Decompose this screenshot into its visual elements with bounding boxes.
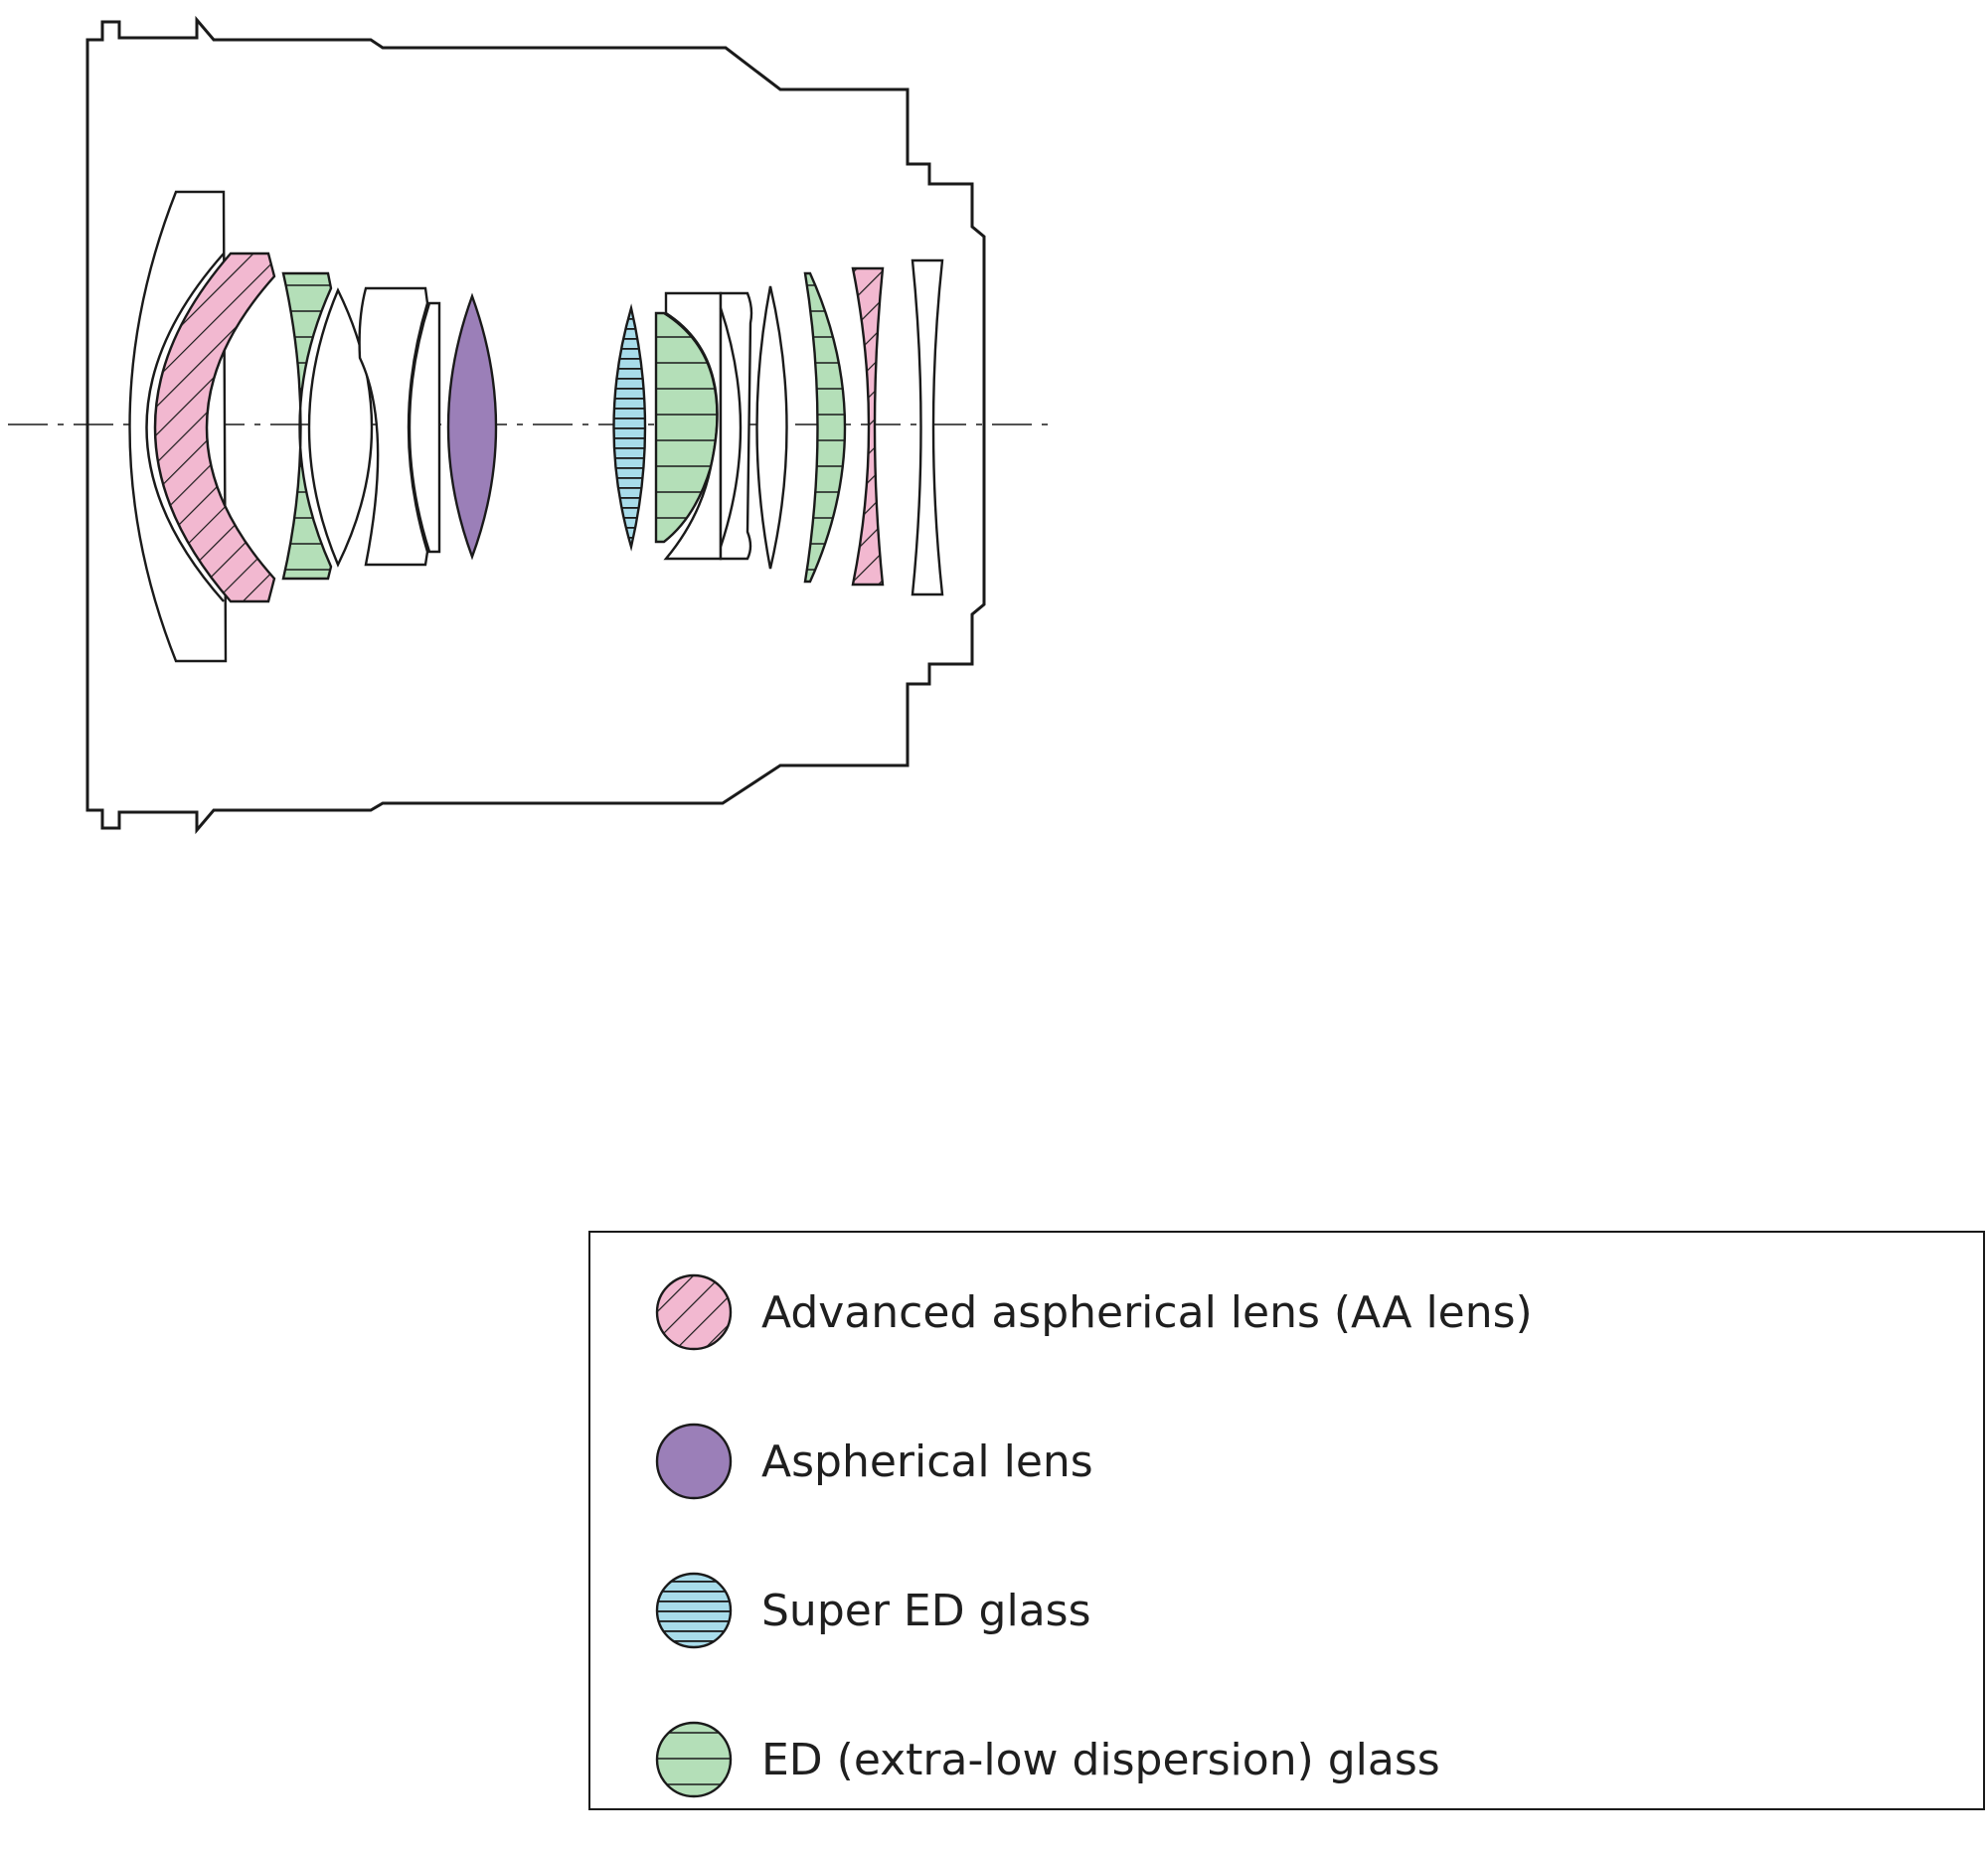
legend-label-aa: Advanced aspherical lens (AA lens) bbox=[761, 1287, 1533, 1338]
legend-item-super-ed: Super ED glass bbox=[655, 1572, 1091, 1649]
legend-frame bbox=[588, 1231, 1985, 1810]
lens-element-1-inner-surface bbox=[145, 253, 225, 602]
lens-element-3-ed bbox=[281, 271, 333, 581]
legend-swatch-super-ed bbox=[655, 1572, 733, 1649]
lens-element-13 bbox=[911, 258, 944, 596]
legend-item-aspherical: Aspherical lens bbox=[655, 1423, 1093, 1500]
legend-label-aspherical: Aspherical lens bbox=[761, 1436, 1093, 1487]
legend-swatch-aspherical bbox=[655, 1423, 733, 1500]
lens-element-9 bbox=[663, 291, 723, 561]
legend-label-ed: ED (extra-low dispersion) glass bbox=[761, 1735, 1440, 1785]
barrel-outline bbox=[85, 15, 986, 835]
lens-element-6-aspherical bbox=[446, 292, 498, 561]
legend-label-super-ed: Super ED glass bbox=[761, 1586, 1091, 1636]
lens-element-2-aa bbox=[153, 252, 276, 603]
legend-item-ed: ED (extra-low dispersion) glass bbox=[655, 1721, 1440, 1798]
legend: Advanced aspherical lens (AA lens) Asphe… bbox=[588, 1231, 1985, 1810]
lens-element-9-inner-surface bbox=[719, 307, 743, 548]
lens-element-11-ed bbox=[803, 271, 847, 584]
legend-swatch-aa bbox=[655, 1273, 733, 1351]
legend-swatch-ed bbox=[655, 1721, 733, 1798]
lens-element-7-super-ed bbox=[612, 303, 647, 552]
lens-element-9b bbox=[719, 291, 753, 561]
lens-element-10 bbox=[755, 285, 788, 570]
lens-element-12-aa bbox=[851, 266, 885, 587]
lens-element-5b bbox=[408, 301, 441, 554]
legend-item-aa: Advanced aspherical lens (AA lens) bbox=[655, 1273, 1533, 1351]
